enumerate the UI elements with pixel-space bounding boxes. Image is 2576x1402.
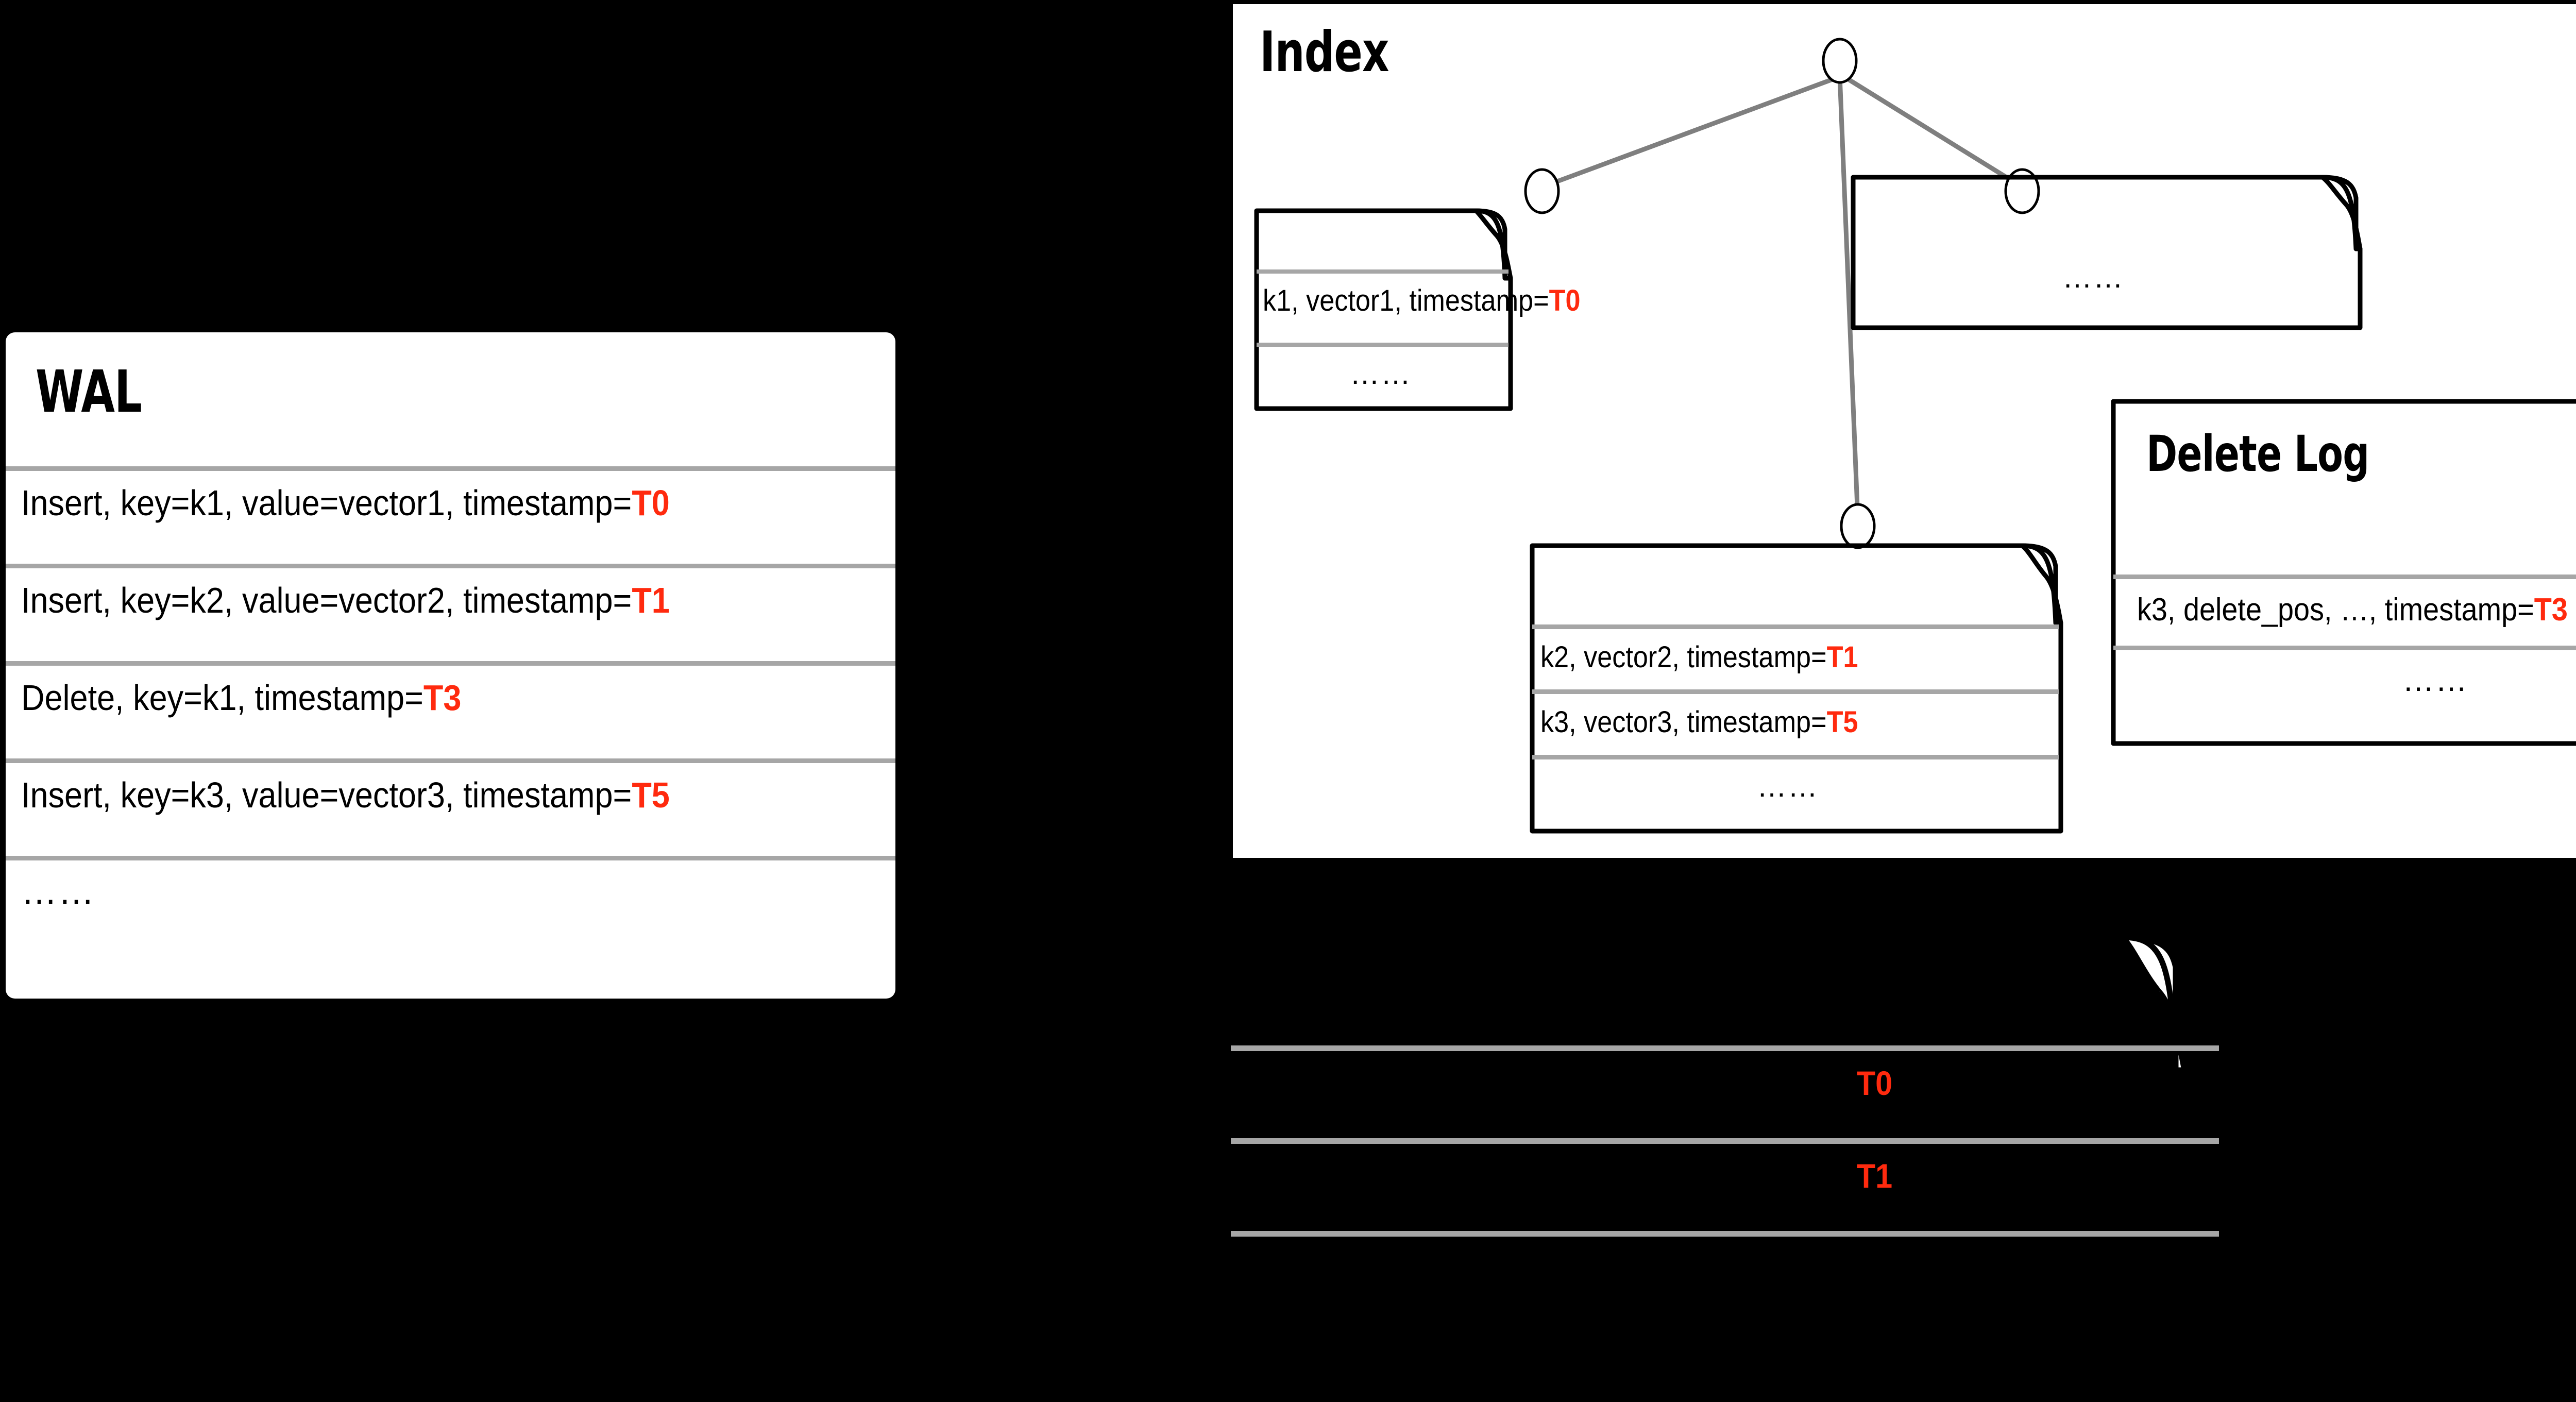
wal-title: WAL xyxy=(36,359,142,426)
bin-log-separator xyxy=(1231,1231,2219,1237)
segment-k2k3-outline xyxy=(1530,543,2063,834)
segment-k1-row-0: k1, vector1, timestamp=T0 xyxy=(1263,286,1581,316)
index-panel: Index xyxy=(1233,4,2576,858)
wal-row-2-text: Delete, key=k1, timestamp= xyxy=(21,678,423,718)
wal-row-1-timestamp: T1 xyxy=(632,580,670,620)
delete-log-ellipsis: …… xyxy=(2402,663,2468,698)
wal-row-3-timestamp: T5 xyxy=(632,775,670,815)
bin-log-row-0-text: Op=Insert, execution_time=3,…,timestamp= xyxy=(1257,1064,1857,1102)
delete-log-separator xyxy=(2113,646,2576,650)
index-segment-k1: k1, vector1, timestamp=T0 …… xyxy=(1254,208,1581,411)
wal-row-0-text: Insert, key=k1, value=vector1, timestamp… xyxy=(21,483,632,523)
delete-log-row-0-timestamp: T3 xyxy=(2534,592,2568,628)
segment-k1-separator xyxy=(1257,343,1509,347)
bin-log-separator xyxy=(1231,1138,2219,1144)
segment-k2k3-row-1: k3, vector3, timestamp=T5 xyxy=(1540,707,1858,737)
segment-k2k3-row-1-timestamp: T5 xyxy=(1826,705,1858,739)
segment-k2k3-row-0-timestamp: T1 xyxy=(1826,640,1858,674)
wal-row-0-timestamp: T0 xyxy=(632,483,670,523)
index-title: Index xyxy=(1260,20,1389,85)
bin-log-row-1: Op=Insert, execution_time=5,…,timestamp=… xyxy=(1257,1159,1892,1193)
segment-k2k3-row-0-text: k2, vector2, timestamp= xyxy=(1540,640,1827,674)
bin-log-separator xyxy=(1231,1045,2219,1051)
segment-right-outline xyxy=(1851,175,2363,330)
wal-separator xyxy=(6,661,895,666)
root-node xyxy=(1822,38,1858,84)
wal-separator xyxy=(6,856,895,860)
segment-k2k3-row-0: k2, vector2, timestamp=T1 xyxy=(1540,643,1858,672)
wal-panel: WAL Insert, key=k1, value=vector1, times… xyxy=(6,332,895,999)
wal-row-1-text: Insert, key=k2, value=vector2, timestamp… xyxy=(21,580,632,620)
wal-row-0: Insert, key=k1, value=vector1, timestamp… xyxy=(21,485,670,521)
bin-log-row-0-timestamp: T0 xyxy=(1856,1064,1893,1102)
index-segment-right: …… xyxy=(1851,175,2363,330)
wal-separator xyxy=(6,564,895,568)
segment-k2k3-separator xyxy=(1532,755,2059,759)
wal-row-2-timestamp: T3 xyxy=(423,678,462,718)
child-node-center xyxy=(1840,503,1876,549)
segment-k2k3-separator xyxy=(1532,624,2059,629)
wal-row-1: Insert, key=k2, value=vector2, timestamp… xyxy=(21,582,670,618)
bin-log-panel: Bin Log Op=Insert, execution_time=3,…,ti… xyxy=(1228,934,2222,1402)
wal-row-3: Insert, key=k3, value=vector3, timestamp… xyxy=(21,777,670,813)
segment-k1-row-0-timestamp: T0 xyxy=(1549,284,1581,317)
child-node-left xyxy=(1524,168,1560,214)
tree-edge-root-right xyxy=(1842,74,2024,189)
bin-log-row-0: Op=Insert, execution_time=3,…,timestamp=… xyxy=(1257,1066,1892,1100)
wal-ellipsis: …… xyxy=(21,871,95,911)
segment-k2k3-separator xyxy=(1532,689,2059,694)
segment-k1-ellipsis: …… xyxy=(1350,357,1412,391)
index-segment-k2k3: k2, vector2, timestamp=T1 k3, vector3, t… xyxy=(1530,543,2063,834)
delete-log-row-0: k3, delete_pos, …, timestamp=T3 xyxy=(2137,594,2568,626)
bin-log-ellipsis: …… xyxy=(1257,1246,1327,1285)
wal-separator xyxy=(6,758,895,763)
bin-log-row-1-text: Op=Insert, execution_time=5,…,timestamp= xyxy=(1257,1157,1857,1195)
bin-log-row-1-timestamp: T1 xyxy=(1856,1157,1893,1195)
delete-log-panel: Delete Log k3, delete_pos, …, timestamp=… xyxy=(2111,399,2576,746)
segment-k2k3-ellipsis: …… xyxy=(1757,770,1819,803)
delete-log-separator xyxy=(2113,575,2576,579)
segment-k2k3-row-1-text: k3, vector3, timestamp= xyxy=(1540,705,1827,739)
wal-separator xyxy=(6,466,895,471)
segment-k1-separator xyxy=(1257,269,1509,274)
tree-edge-root-left xyxy=(1541,74,1842,190)
delete-log-title: Delete Log xyxy=(2146,425,2369,483)
segment-k1-outline xyxy=(1254,208,1513,411)
wal-row-2: Delete, key=k1, timestamp=T3 xyxy=(21,680,461,716)
delete-log-row-0-text: k3, delete_pos, …, timestamp= xyxy=(2137,592,2534,628)
segment-k1-row-0-text: k1, vector1, timestamp= xyxy=(1263,284,1549,317)
bin-log-title: Bin Log xyxy=(1258,958,1422,1020)
wal-row-3-text: Insert, key=k3, value=vector3, timestamp… xyxy=(21,775,632,815)
bin-log-outline xyxy=(1228,934,2222,1402)
segment-right-ellipsis: …… xyxy=(2062,261,2124,294)
